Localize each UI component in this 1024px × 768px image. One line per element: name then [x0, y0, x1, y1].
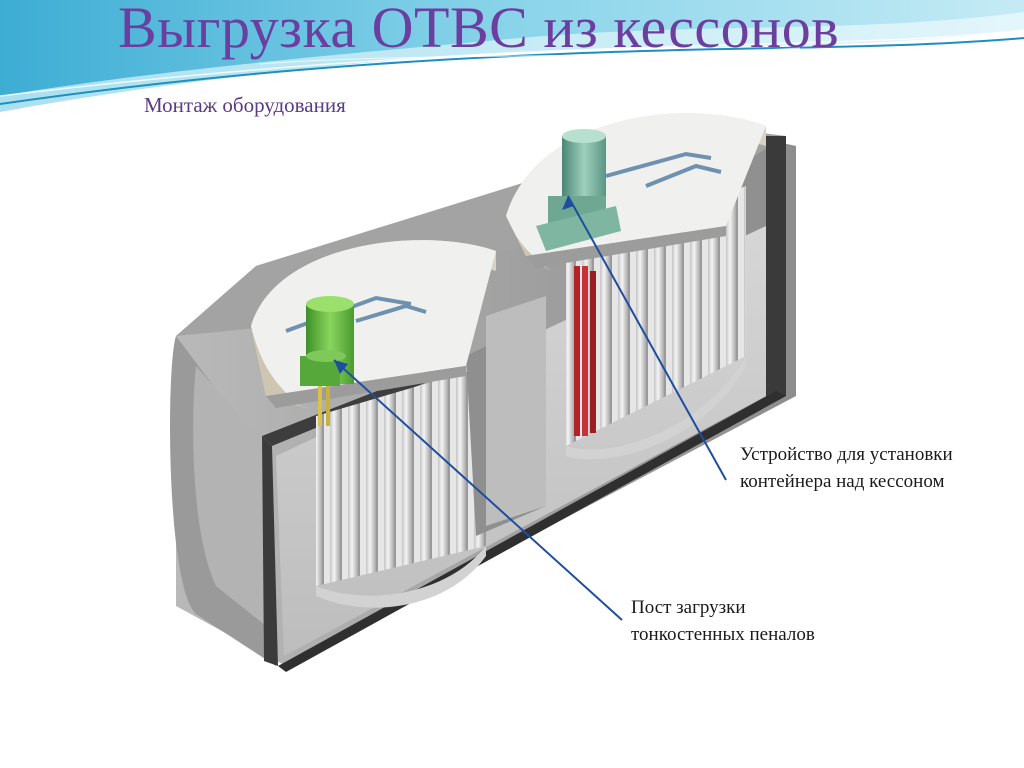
callout-line: Пост загрузки [631, 597, 746, 618]
page-title: Выгрузка ОТВС из кессонов [118, 0, 840, 60]
callout-line: Устройство для установки [740, 444, 953, 465]
callout-line: тонкостенных пеналов [631, 624, 815, 645]
caisson-cutaway-illustration [170, 113, 796, 672]
callout-loading-post: Пост загрузки тонкостенных пеналов [631, 594, 815, 648]
header-wave-decoration [0, 0, 1024, 112]
page-subtitle: Монтаж оборудования [144, 93, 346, 117]
callout-line: контейнера над кессоном [740, 471, 945, 492]
callout-installation-device: Устройство для установки контейнера над … [740, 441, 953, 495]
